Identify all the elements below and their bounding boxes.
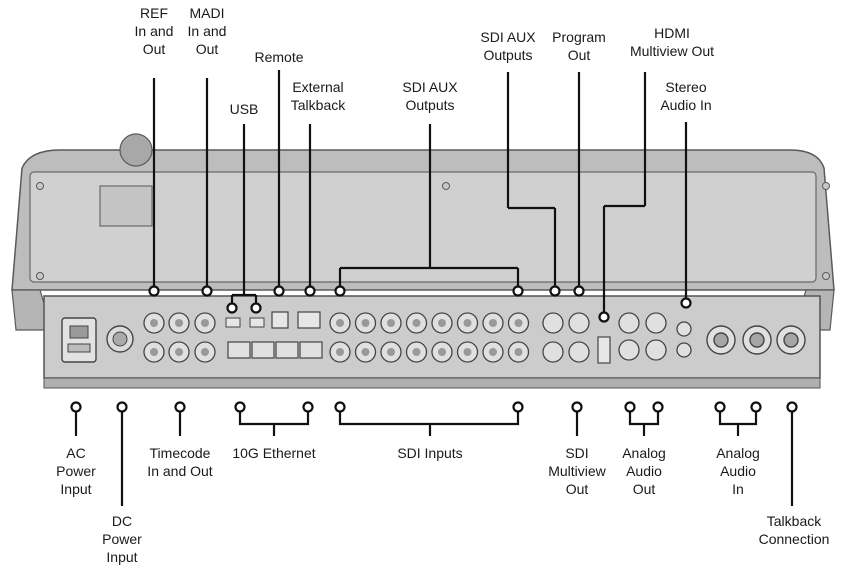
callout-lines <box>70 70 798 506</box>
bnc-group-right <box>542 312 590 363</box>
sdi-connector-pin <box>514 348 523 356</box>
sdi-connector-pin <box>438 319 446 327</box>
callout-marker <box>116 401 128 413</box>
knob <box>119 133 153 167</box>
sdi-connector-pin <box>387 319 395 327</box>
callout-marker <box>304 285 316 297</box>
sdi-connector-pin <box>438 348 446 356</box>
housing-inner-panel <box>29 171 817 283</box>
label-stereo-audio-in: Stereo Audio In <box>660 79 712 113</box>
callout-line <box>628 412 660 426</box>
callout-marker <box>652 401 664 413</box>
panel-lip <box>43 377 821 389</box>
label-ac-power: AC Power Input <box>56 445 96 497</box>
callout-marker <box>750 401 762 413</box>
callout-marker <box>250 302 262 314</box>
sdi-connector-pin <box>361 319 370 327</box>
callout-marker <box>786 401 798 413</box>
callout-marker <box>234 401 246 413</box>
ethernet-ports <box>227 341 323 359</box>
label-remote: Remote <box>254 49 304 65</box>
label-hdmi-multiview-out: HDMI Multiview Out <box>629 25 715 59</box>
vent-window <box>99 185 153 227</box>
sdi-connector-pin <box>412 348 421 356</box>
label-analog-audio-out: Analog Audio Out <box>622 445 666 497</box>
sdi-connector-pin <box>463 319 472 327</box>
callout-marker <box>273 285 285 297</box>
sdi-connector-pin <box>463 348 472 356</box>
callout-marker <box>512 285 524 297</box>
callout-marker <box>302 401 314 413</box>
sdi-connector-pin <box>336 348 344 356</box>
callout-marker <box>680 297 692 309</box>
sdi-connector-pin <box>412 319 421 327</box>
callout-line <box>238 412 310 426</box>
label-ref: REF In and Out <box>134 5 174 57</box>
sdi-connector-pin <box>361 348 370 356</box>
label-talkback-connection: Talkback Connection <box>758 513 830 547</box>
callout-marker <box>174 401 186 413</box>
analog-out-jacks <box>618 312 667 361</box>
callout-marker <box>549 285 561 297</box>
xlr-connectors <box>706 325 806 355</box>
label-usb: USB <box>229 101 259 117</box>
label-sdi-inputs: SDI Inputs <box>397 445 463 461</box>
callout-marker <box>571 401 583 413</box>
sdi-connector-pin <box>489 348 497 356</box>
stereo-in-jacks <box>676 321 692 358</box>
callout-marker <box>512 401 524 413</box>
callout-marker <box>148 285 160 297</box>
hdmi-port <box>597 336 611 364</box>
sdi-connector-pin <box>514 319 523 327</box>
callout-marker <box>201 285 213 297</box>
callout-marker <box>334 285 346 297</box>
callout-line <box>718 412 758 426</box>
label-sdi-aux-outputs-middle: SDI AUX Outputs <box>402 79 458 113</box>
label-ethernet: 10G Ethernet <box>232 445 316 461</box>
label-dc-power: DC Power Input <box>102 513 142 565</box>
sdi-connector-pin <box>336 319 344 327</box>
label-sdi-aux-outputs-top: SDI AUX Outputs <box>480 29 536 63</box>
connector-panel <box>43 295 821 379</box>
usb-port-1 <box>225 317 241 328</box>
label-sdi-multiview-out: SDI Multiview Out <box>548 445 606 497</box>
callout-marker <box>226 302 238 314</box>
housing-screws <box>36 182 830 280</box>
label-analog-audio-in: Analog Audio In <box>716 445 760 497</box>
callout-marker <box>598 311 610 323</box>
callout-marker <box>573 285 585 297</box>
ext-talkback-port <box>297 311 321 329</box>
sdi-connector-pin <box>489 319 497 327</box>
callout-marker <box>714 401 726 413</box>
label-ext-talkback: External Talkback <box>290 79 346 113</box>
callout-line <box>338 412 520 426</box>
ac-power-socket <box>61 317 97 363</box>
remote-port <box>271 311 289 329</box>
label-madi: MADI In and Out <box>187 5 227 57</box>
callout-marker <box>624 401 636 413</box>
label-timecode: Timecode In and Out <box>147 445 213 479</box>
sdi-connector-grid <box>329 312 530 363</box>
sdi-connector-pin <box>387 348 395 356</box>
callout-marker <box>70 401 82 413</box>
callout-marker <box>334 401 346 413</box>
usb-port-2 <box>249 317 265 328</box>
label-program-out: Program Out <box>552 29 606 63</box>
